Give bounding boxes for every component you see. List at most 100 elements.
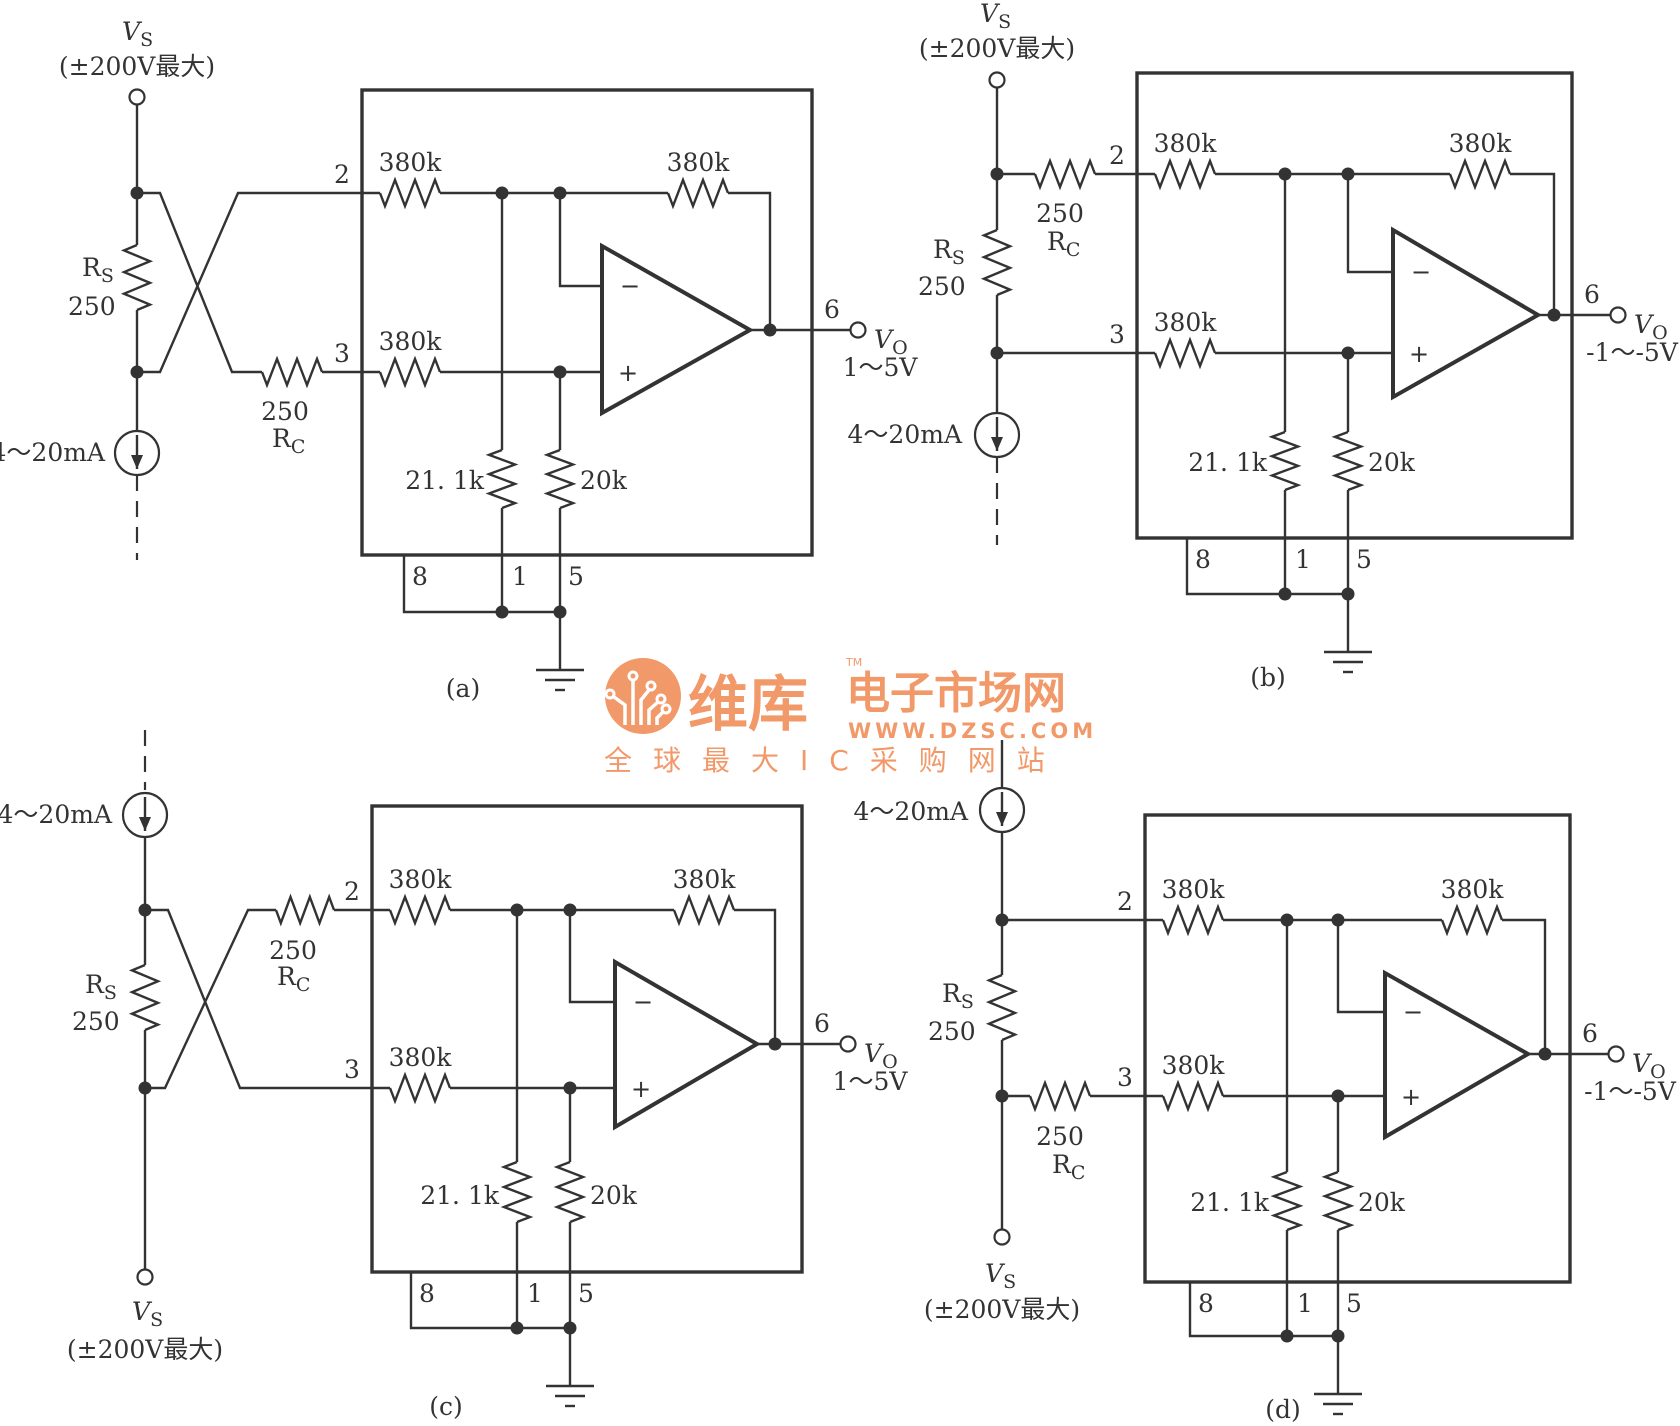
resistor-20k (1321, 1170, 1355, 1232)
current-source-label: 4～20mA (0, 800, 113, 829)
resistor-label-380k-feedback: 380k (667, 148, 731, 177)
resistor-rs (980, 228, 1014, 297)
resistor-label-380k-feedback: 380k (673, 865, 737, 894)
op-amp-plus-sign: + (1409, 340, 1429, 368)
output-range-label: -1～-5V (1586, 338, 1679, 367)
pin-label-3: 3 (344, 1055, 360, 1084)
terminal-icon (849, 321, 867, 339)
crossed-wire (137, 191, 262, 374)
supply-voltage-note: (±200V最大) (59, 52, 215, 81)
resistor-label-380k-top: 380k (1162, 875, 1226, 904)
watermark-trademark: TM (845, 656, 862, 669)
junction-dot (1331, 913, 1345, 927)
current-source-icon (113, 429, 161, 477)
pin-label-1: 1 (1295, 545, 1311, 574)
resistor-label-21k1: 21. 1k (405, 466, 485, 495)
resistor-rc (274, 893, 336, 927)
resistor-label-380k-feedback: 380k (1441, 875, 1505, 904)
resistor-20k (1331, 430, 1365, 492)
resistor-380k-feedback (1440, 903, 1504, 937)
terminal-icon (1607, 1045, 1625, 1063)
resistor-380k-input-top (1161, 903, 1225, 937)
pin-label-1: 1 (1297, 1289, 1313, 1318)
current-source-label: 4～20mA (0, 438, 106, 467)
crossed-wire (145, 908, 276, 1090)
pin-label-6: 6 (1582, 1019, 1598, 1048)
junction-dot (495, 605, 509, 619)
rs-label: RS (85, 970, 117, 1004)
resistor-label-20k: 20k (580, 466, 628, 495)
output-voltage-label: VO (874, 325, 908, 359)
pin-label-8: 8 (412, 562, 428, 591)
rc-value: 250 (269, 936, 317, 965)
pin-label-8: 8 (1198, 1289, 1214, 1318)
op-amp-triangle (613, 958, 761, 1131)
resistor-label-380k-bottom: 380k (1162, 1051, 1226, 1080)
resistor-21k1 (485, 448, 519, 510)
resistor-380k-input-top (1153, 157, 1217, 191)
current-source-icon (978, 786, 1026, 834)
wire (1346, 174, 1393, 274)
output-voltage-label: VO (1634, 310, 1668, 344)
op-amp-plus-sign: + (618, 359, 638, 387)
junction-dot (1278, 587, 1292, 601)
current-source-icon (973, 411, 1021, 459)
rc-value: 250 (1036, 1122, 1084, 1151)
ground-icon (1324, 650, 1372, 674)
supply-voltage-label: VS (132, 1297, 163, 1331)
pin-label-3: 3 (1109, 320, 1125, 349)
op-amp-plus-sign: + (631, 1075, 651, 1103)
resistor-label-20k: 20k (590, 1181, 638, 1210)
watermark: 维库 TM 电子市场网 WWW.DZSC.COM 全球最大IC采购网站 (604, 656, 1097, 777)
resistor-380k-input-bottom (388, 1071, 452, 1105)
watermark-slogan: 全球最大IC采购网站 (604, 744, 1066, 777)
resistor-rc (1033, 157, 1097, 191)
pin-label-6: 6 (1584, 280, 1600, 309)
panel-caption-a: (a) (446, 674, 480, 703)
resistor-380k-feedback (666, 176, 730, 210)
junction-dot (563, 903, 577, 917)
rc-label: RC (1047, 227, 1080, 261)
wire (1502, 918, 1547, 1054)
watermark-url: WWW.DZSC.COM (848, 719, 1097, 743)
rs-label: RS (933, 235, 965, 269)
terminal-icon (988, 71, 1006, 89)
resistor-rc (260, 355, 324, 389)
resistor-380k-feedback (672, 893, 736, 927)
rc-label: RC (277, 962, 310, 996)
junction-dot (553, 186, 567, 200)
resistor-20k (543, 448, 577, 510)
pin-label-3: 3 (1117, 1063, 1133, 1092)
current-arrow-head (131, 455, 143, 469)
pin-label-8: 8 (419, 1279, 435, 1308)
terminal-icon (136, 1268, 154, 1286)
op-amp-triangle (1383, 969, 1533, 1141)
pin-label-5: 5 (1356, 545, 1372, 574)
resistor-label-380k-top: 380k (379, 148, 443, 177)
resistor-380k-input-bottom (378, 355, 442, 389)
current-arrow-head (996, 812, 1008, 826)
supply-voltage-note: (±200V最大) (67, 1335, 223, 1364)
resistor-380k-feedback (1448, 157, 1512, 191)
pin-label-3: 3 (334, 339, 350, 368)
wire (558, 193, 602, 288)
pin-label-2: 2 (334, 160, 350, 189)
resistor-label-21k1: 21. 1k (1188, 448, 1268, 477)
terminal-icon (128, 88, 146, 106)
junction-dot (510, 1321, 524, 1335)
wire (734, 908, 777, 1044)
pin-label-2: 2 (344, 877, 360, 906)
resistor-380k-input-top (378, 176, 442, 210)
current-source-icon (121, 791, 169, 839)
resistor-380k-input-top (388, 893, 452, 927)
output-range-label: 1～5V (843, 353, 919, 382)
output-voltage-label: VO (1632, 1049, 1666, 1083)
resistor-21k1 (500, 1160, 534, 1224)
rc-value: 250 (261, 397, 309, 426)
pin-label-5: 5 (578, 1279, 594, 1308)
watermark-brand: 维库 (688, 670, 808, 740)
wire (568, 910, 615, 1004)
